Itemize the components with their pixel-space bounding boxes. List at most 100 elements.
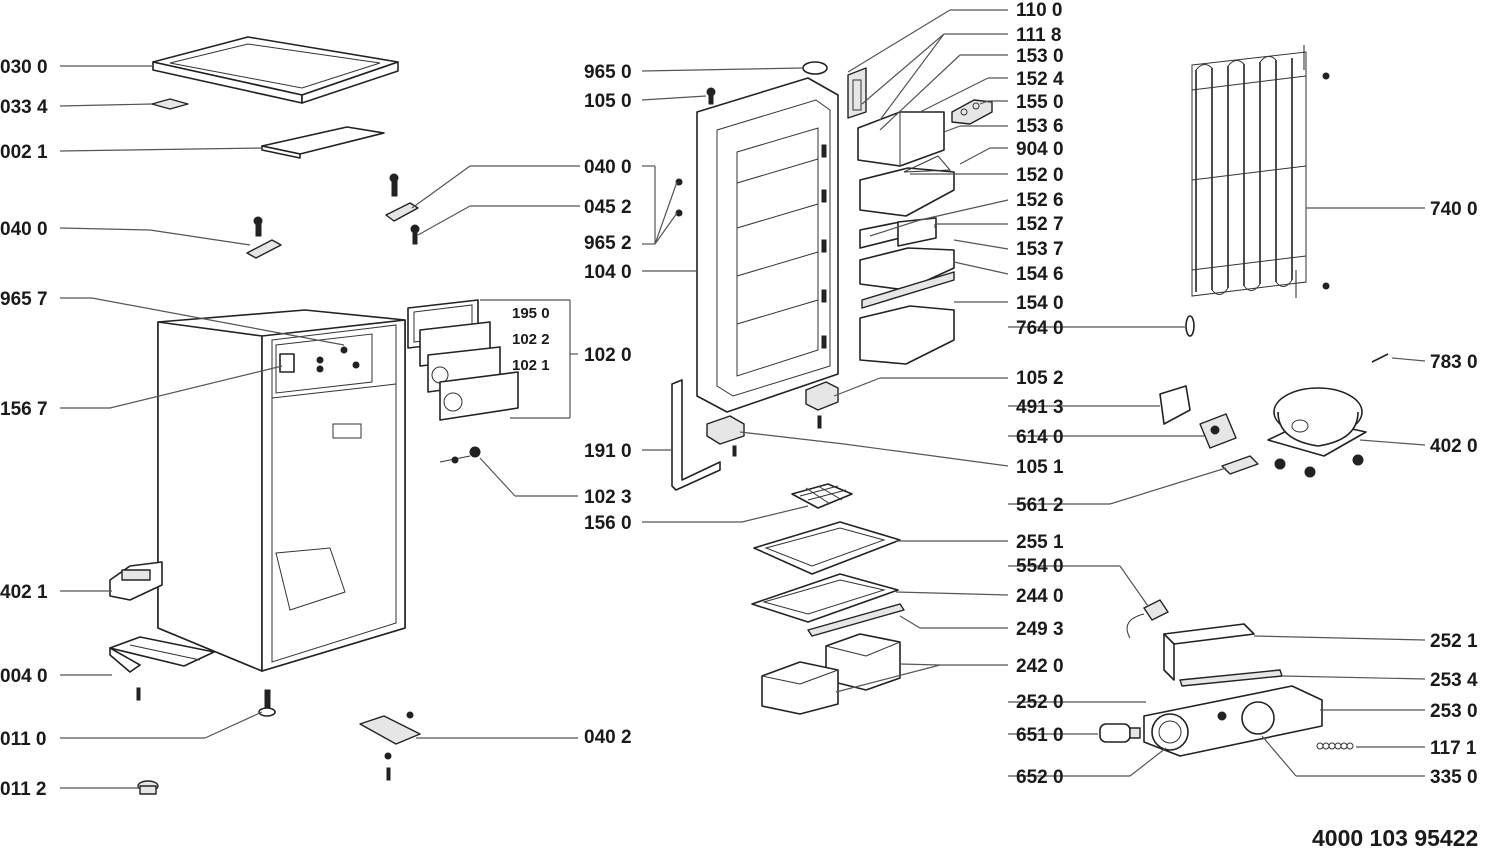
lamp-bulb-part[interactable]: [1099, 723, 1141, 743]
door-screw-part[interactable]: [706, 87, 716, 105]
relay-clip-part[interactable]: [1221, 455, 1259, 475]
label-402-1: 402 1: [0, 582, 48, 603]
label-152-0: 152 0: [1016, 165, 1064, 186]
label-102-1: 102 1: [512, 357, 550, 374]
relay-part[interactable]: [1199, 413, 1237, 449]
shelf-trim-part[interactable]: [807, 603, 905, 637]
label-152-6: 152 6: [1016, 190, 1064, 211]
label-252-1: 252 1: [1430, 631, 1478, 652]
label-117-1: 117 1: [1430, 738, 1477, 759]
label-104-0: 104 0: [584, 262, 632, 283]
condenser-screw-part-2[interactable]: [1322, 282, 1330, 290]
label-561-2: 561 2: [1016, 495, 1064, 516]
freezer-door-flaps-part[interactable]: [407, 299, 519, 421]
label-102-3: 102 3: [584, 487, 632, 508]
door-shelf-2-part[interactable]: [859, 247, 955, 291]
door-hinge-block-part[interactable]: [805, 381, 839, 429]
label-105-2: 105 2: [1016, 368, 1064, 389]
label-011-2: 011 2: [0, 779, 47, 800]
crisper-drawers-part[interactable]: [761, 633, 901, 715]
freezer-knob-part[interactable]: [439, 446, 481, 464]
label-252-0: 252 0: [1016, 692, 1064, 713]
door-shelf-bottom-part[interactable]: [859, 305, 955, 365]
label-554-0: 554 0: [1016, 556, 1064, 577]
lower-hinge-part[interactable]: [359, 711, 421, 781]
label-102-0: 102 0: [584, 345, 632, 366]
label-335-0: 335 0: [1430, 767, 1478, 788]
plug-part[interactable]: [802, 61, 828, 75]
label-030-0: 030 0: [0, 57, 48, 78]
foot-plate-part[interactable]: [109, 636, 215, 701]
door-shelf-1-part[interactable]: [859, 155, 955, 217]
label-154-0: 154 0: [1016, 293, 1064, 314]
condenser-screw-part[interactable]: [1322, 72, 1330, 80]
label-040-0-left: 040 0: [0, 219, 48, 240]
relay-cover-part[interactable]: [1159, 385, 1191, 425]
screws-part[interactable]: [316, 346, 360, 373]
label-153-7: 153 7: [1016, 239, 1064, 260]
egg-tray-part[interactable]: [951, 99, 993, 125]
label-783-0: 783 0: [1430, 352, 1478, 373]
foot-cap-part[interactable]: [137, 780, 159, 795]
label-152-4: 152 4: [1016, 69, 1064, 90]
thermostat-housing-part[interactable]: [1143, 685, 1323, 757]
door-part[interactable]: [696, 77, 839, 413]
label-191-0: 191 0: [584, 441, 632, 462]
glass-plate-part[interactable]: [261, 126, 385, 159]
label-102-2: 102 2: [512, 331, 550, 348]
compressor-part[interactable]: [1267, 387, 1367, 478]
condenser-coil-part[interactable]: [1191, 45, 1307, 298]
label-253-4: 253 4: [1430, 670, 1478, 691]
small-screw-part-2[interactable]: [675, 209, 683, 217]
label-242-0: 242 0: [1016, 656, 1064, 677]
glass-shelf-1-part[interactable]: [753, 521, 901, 575]
label-244-0: 244 0: [1016, 586, 1064, 607]
label-491-3: 491 3: [1016, 397, 1064, 418]
label-764-0: 764 0: [1016, 318, 1064, 339]
label-904-0: 904 0: [1016, 139, 1064, 160]
small-screw-part[interactable]: [675, 178, 683, 186]
label-153-0: 153 0: [1016, 46, 1064, 67]
hinge-left-part[interactable]: [246, 216, 282, 259]
label-152-7: 152 7: [1016, 214, 1064, 235]
bottle-guard-part[interactable]: [859, 217, 937, 249]
label-195-0: 195 0: [512, 305, 550, 322]
label-651-0: 651 0: [1016, 725, 1064, 746]
label-033-4: 033 4: [0, 97, 48, 118]
lamp-socket-part[interactable]: [1126, 599, 1169, 639]
label-249-3: 249 3: [1016, 619, 1064, 640]
leader-lines: [59, 9, 1426, 789]
thermostat-strip-part[interactable]: [1179, 669, 1283, 687]
light-cover-part[interactable]: [1163, 623, 1255, 681]
tube-part[interactable]: [1371, 353, 1389, 363]
ice-tray-part[interactable]: [791, 483, 853, 509]
label-740-0: 740 0: [1430, 199, 1478, 220]
label-153-6: 153 6: [1016, 116, 1064, 137]
label-002-1: 002 1: [0, 142, 48, 163]
door-shelf-rail-part[interactable]: [861, 271, 955, 309]
door-lower-hinge-part[interactable]: [706, 415, 745, 457]
spring-part[interactable]: [1316, 742, 1354, 750]
door-gasket-part[interactable]: [671, 379, 721, 491]
compressor-bracket-part[interactable]: [109, 561, 163, 601]
drawing-number: 4000 103 95422: [1312, 825, 1478, 849]
label-255-1: 255 1: [1016, 532, 1064, 553]
label-105-1: 105 1: [1016, 457, 1064, 478]
clip-part[interactable]: [151, 98, 189, 110]
hinge-upper-part[interactable]: [385, 173, 420, 245]
label-965-0: 965 0: [584, 62, 632, 83]
label-614-0: 614 0: [1016, 427, 1064, 448]
adjustable-foot-part[interactable]: [258, 689, 276, 717]
label-011-0: 011 0: [0, 729, 47, 750]
glass-shelf-2-part[interactable]: [751, 573, 899, 623]
label-040-0-mid: 040 0: [584, 157, 632, 178]
door-handle-part[interactable]: [847, 67, 867, 119]
label-652-0: 652 0: [1016, 767, 1064, 788]
label-004-0: 004 0: [0, 666, 48, 687]
filter-dryer-part[interactable]: [1185, 315, 1195, 337]
cabinet-part[interactable]: [157, 309, 406, 672]
top-cover-part[interactable]: [152, 36, 399, 104]
butter-compartment-part[interactable]: [857, 111, 945, 167]
